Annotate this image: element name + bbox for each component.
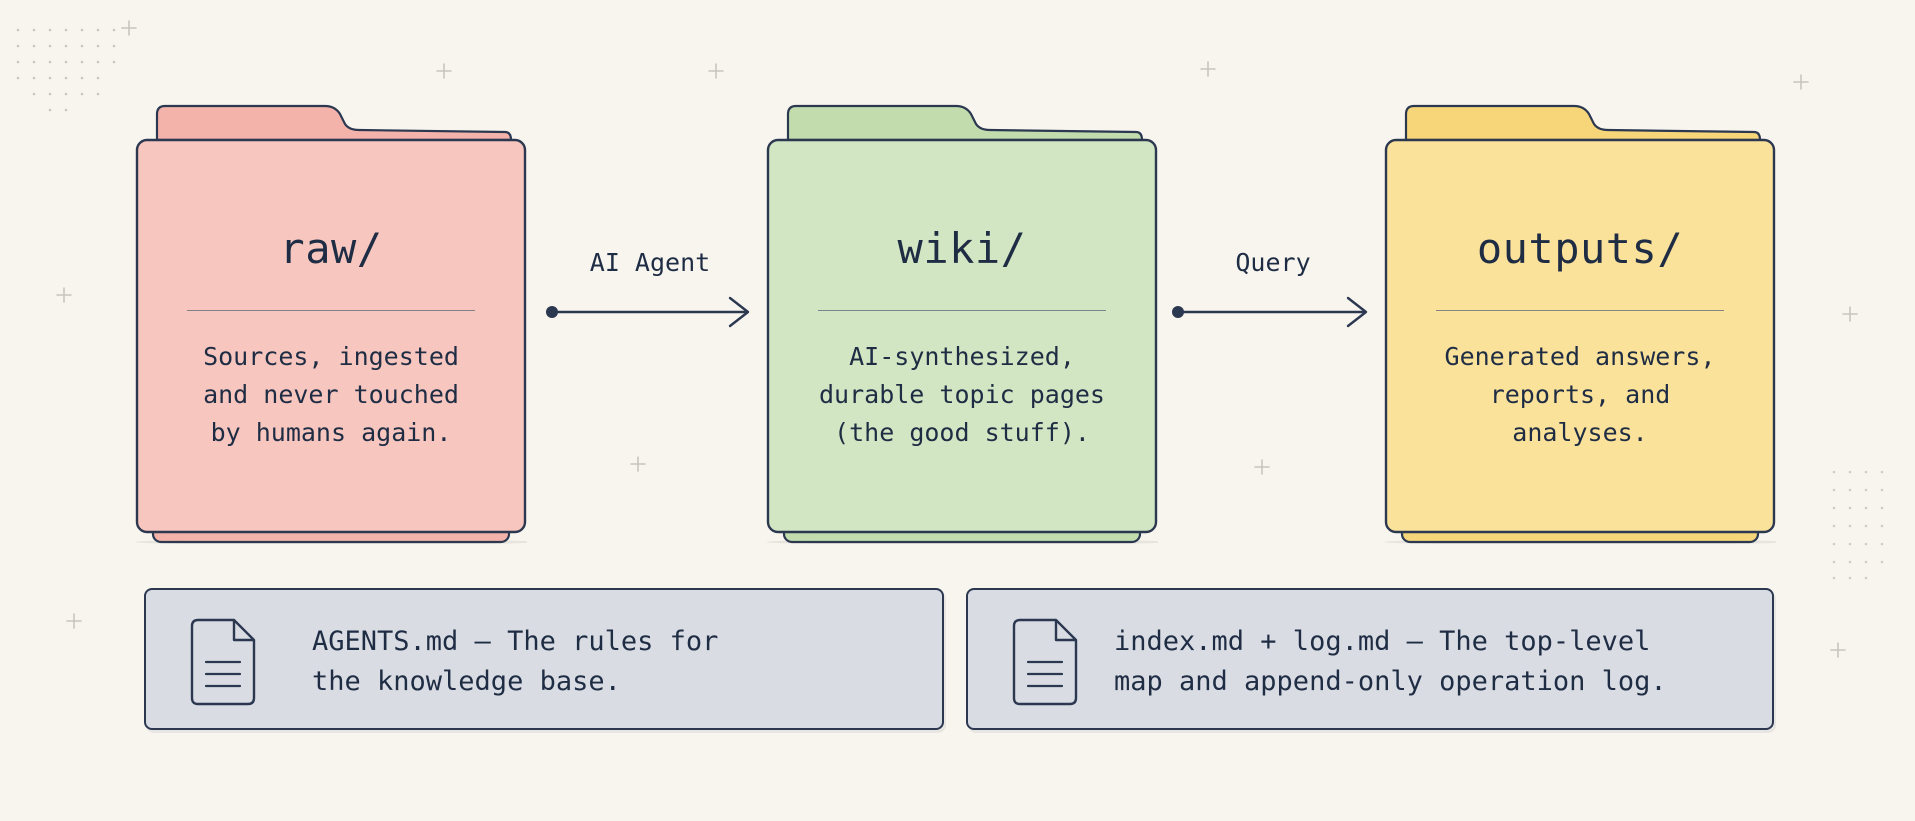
document-icon: [1012, 618, 1078, 706]
folder-title: wiki/: [897, 224, 1027, 273]
description-line: by humans again.: [210, 418, 452, 447]
dot-grid-right: [1832, 470, 1884, 580]
folder-wiki: wiki/ AI-synthesized, durable topic page…: [766, 104, 1158, 544]
folder-shape: [1384, 104, 1776, 544]
description-line: and never touched: [203, 380, 459, 409]
folder-title: raw/: [279, 224, 383, 273]
description-line: (the good stuff).: [834, 418, 1090, 447]
folder-divider: [187, 310, 475, 311]
folder-body: wiki/ AI-synthesized, durable topic page…: [766, 140, 1158, 532]
description-line: Sources, ingested: [203, 342, 459, 371]
arrow-ai-agent: [546, 296, 750, 328]
arrow-label-ai-agent: AI Agent: [589, 248, 711, 277]
folder-body: raw/ Sources, ingested and never touched…: [135, 140, 527, 532]
folder-raw: raw/ Sources, ingested and never touched…: [135, 104, 527, 544]
note-text: index.md + log.md — The top-level map an…: [1114, 622, 1752, 702]
description-line: Generated answers,: [1444, 342, 1716, 371]
note-line: index.md + log.md — The top-level: [1114, 626, 1651, 657]
note-line: the knowledge base.: [312, 666, 621, 697]
arrow-query: [1172, 296, 1368, 328]
note-line: map and append-only operation log.: [1114, 666, 1667, 697]
arrow-label-query: Query: [1235, 248, 1311, 277]
arrowhead-icon: [1346, 296, 1368, 328]
folder-shape: [766, 104, 1158, 544]
folder-description: Generated answers, reports, and analyses…: [1404, 338, 1756, 452]
folder-body: outputs/ Generated answers, reports, and…: [1384, 140, 1776, 532]
arrowhead-icon: [728, 296, 750, 328]
folder-description: Sources, ingested and never touched by h…: [155, 338, 507, 452]
description-line: reports, and: [1489, 380, 1671, 409]
note-agents-md: AGENTS.md — The rules for the knowledge …: [144, 588, 944, 730]
description-line: durable topic pages: [819, 380, 1105, 409]
note-index-log-md: index.md + log.md — The top-level map an…: [966, 588, 1774, 730]
sparkle-marks: [56, 20, 1858, 658]
description-line: analyses.: [1512, 418, 1648, 447]
folder-divider: [818, 310, 1106, 311]
folder-outputs: outputs/ Generated answers, reports, and…: [1384, 104, 1776, 544]
folder-description: AI-synthesized, durable topic pages (the…: [786, 338, 1138, 452]
folder-shape: [135, 104, 527, 544]
folder-title: outputs/: [1476, 224, 1684, 273]
note-line: AGENTS.md — The rules for: [312, 626, 719, 657]
dot-grid-top-left: [16, 28, 116, 112]
description-line: AI-synthesized,: [849, 342, 1075, 371]
document-icon: [190, 618, 256, 706]
folder-divider: [1436, 310, 1724, 311]
note-text: AGENTS.md — The rules for the knowledge …: [312, 622, 922, 702]
